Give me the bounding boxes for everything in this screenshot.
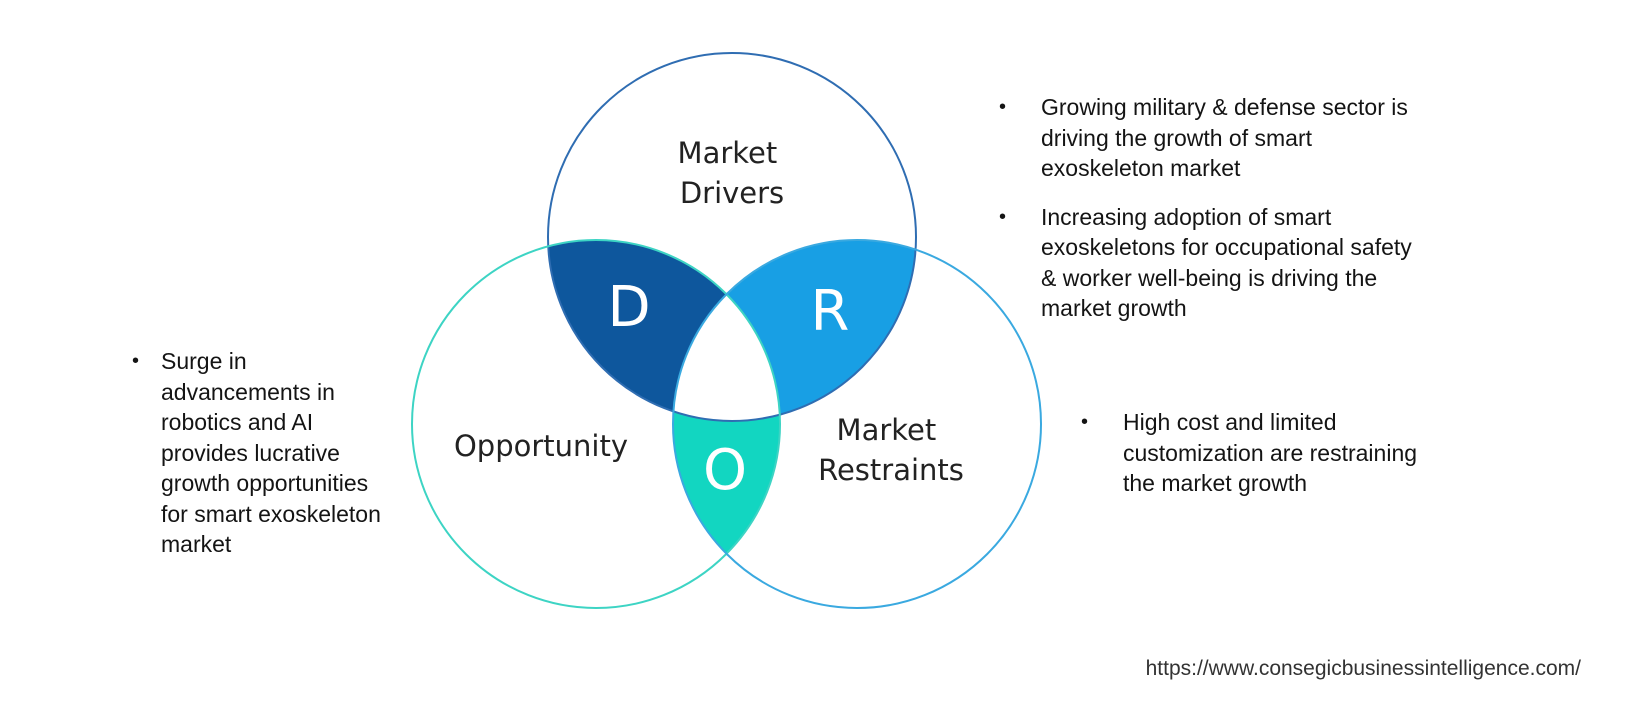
source-url: https://www.consegicbusinessintelligence… [1145, 657, 1581, 680]
opportunity-circle [411, 239, 781, 609]
opportunity-label: Opportunity [454, 429, 628, 463]
opportunity-bullet-item: • Surge in advancements in robotics and … [132, 346, 392, 560]
drivers-bullet-text: Increasing adoption of smart exoskeleton… [1041, 203, 1412, 322]
drivers-circle [547, 52, 917, 422]
drivers-bullet-item: • Growing military & defense sector is d… [999, 92, 1419, 184]
letter-r: R [811, 279, 850, 344]
opportunity-bullet-text: Surge in advancements in robotics and AI… [161, 348, 381, 557]
opportunity-bullet-list: • Surge in advancements in robotics and … [132, 346, 392, 560]
drivers-bullet-list: • Growing military & defense sector is d… [999, 92, 1419, 324]
restraints-bullet-list: • High cost and limited customization ar… [1081, 407, 1421, 499]
bullet-dot: • [132, 350, 140, 372]
restraints-circle [672, 239, 1042, 609]
bullet-dot: • [1081, 411, 1089, 433]
letter-o: O [703, 438, 747, 503]
drivers-restraints-overlap [673, 240, 916, 421]
drivers-label: Market Drivers [678, 136, 787, 210]
restraints-bullet-text: High cost and limited customization are … [1123, 409, 1418, 496]
drivers-opportunity-overlap [548, 240, 780, 421]
restraints-bullet-item: • High cost and limited customization ar… [1081, 407, 1421, 499]
restraints-label: Market Restraints [818, 413, 964, 487]
drivers-bullet-item: • Increasing adoption of smart exoskelet… [999, 202, 1419, 324]
bullet-dot: • [999, 96, 1007, 118]
drivers-bullet-text: Growing military & defense sector is dri… [1041, 94, 1408, 181]
bullet-dot: • [999, 205, 1007, 228]
letter-d: D [607, 275, 650, 340]
